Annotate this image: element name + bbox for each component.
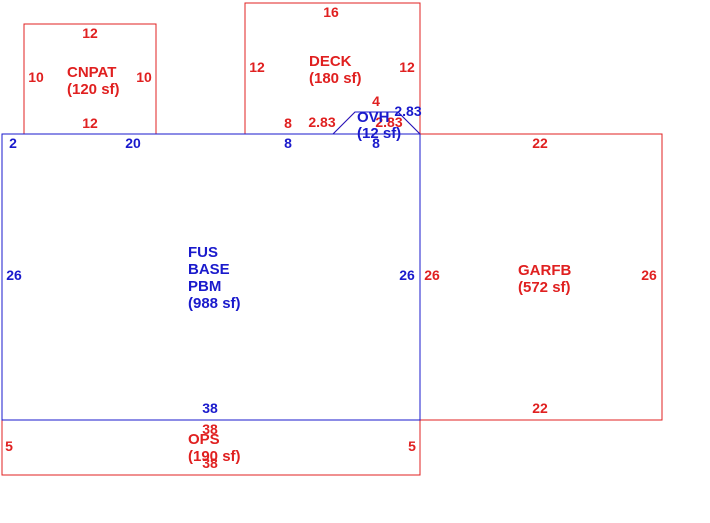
- main-label-line2: BASE: [188, 261, 230, 278]
- main-dim-top-left: 2: [9, 135, 17, 151]
- ovh-name: OVH: [357, 109, 390, 126]
- deck-area: (180 sf): [309, 70, 362, 87]
- garfb-dim-left: 26: [424, 267, 440, 283]
- ovh-outline: [332, 111, 421, 135]
- garfb-name: GARFB: [518, 262, 571, 279]
- main-dim-bottom: 38: [202, 400, 218, 416]
- garfb-dim-bottom: 22: [532, 400, 548, 416]
- ops-dim-right: 5: [408, 438, 416, 454]
- cnpat-name: CNPAT: [67, 64, 116, 81]
- deck-outline: [244, 2, 421, 134]
- garfb-area: (572 sf): [518, 279, 571, 296]
- main-dim-right: 26: [399, 267, 415, 283]
- cnpat-dim-right: 10: [136, 69, 152, 85]
- ops-dim-top: 38: [202, 421, 218, 437]
- garfb-dim-top: 22: [532, 135, 548, 151]
- cnpat-dim-left: 10: [28, 69, 44, 85]
- ovh-area: (12 sf): [357, 125, 401, 142]
- ovh-dim-diag-right: 2.83: [394, 103, 421, 119]
- main-dim-top-right: 8: [284, 135, 292, 151]
- ops-dim-left: 5: [5, 438, 13, 454]
- main-dim-left: 26: [6, 267, 22, 283]
- deck-dim-bottom-left: 8: [284, 115, 292, 131]
- deck-dim-left: 12: [249, 59, 265, 75]
- cnpat-dim-top: 12: [82, 25, 98, 41]
- deck-dim-right: 12: [399, 59, 415, 75]
- main-dim-top-mid: 20: [125, 135, 141, 151]
- garfb-dim-right: 26: [641, 267, 657, 283]
- deck-dim-diag-left: 2.83: [308, 114, 335, 130]
- main-outline: [1, 133, 421, 421]
- cnpat-area: (120 sf): [67, 81, 120, 98]
- deck-dim-top: 16: [323, 4, 339, 20]
- ops-name: OPS: [188, 431, 220, 448]
- cnpat-dim-bottom: 12: [82, 115, 98, 131]
- main-label-line1: FUS: [188, 244, 218, 261]
- main-label-line3: PBM: [188, 278, 221, 295]
- ops-dim-bottom: 38: [202, 455, 218, 471]
- deck-name: DECK: [309, 53, 352, 70]
- deck-dim-notch-top: 4: [372, 93, 380, 109]
- deck-dim-diag-right: 2.83: [375, 114, 402, 130]
- ovh-dim-bottom: 8: [372, 135, 380, 151]
- ops-area: (190 sf): [188, 448, 241, 465]
- main-area: (988 sf): [188, 295, 241, 312]
